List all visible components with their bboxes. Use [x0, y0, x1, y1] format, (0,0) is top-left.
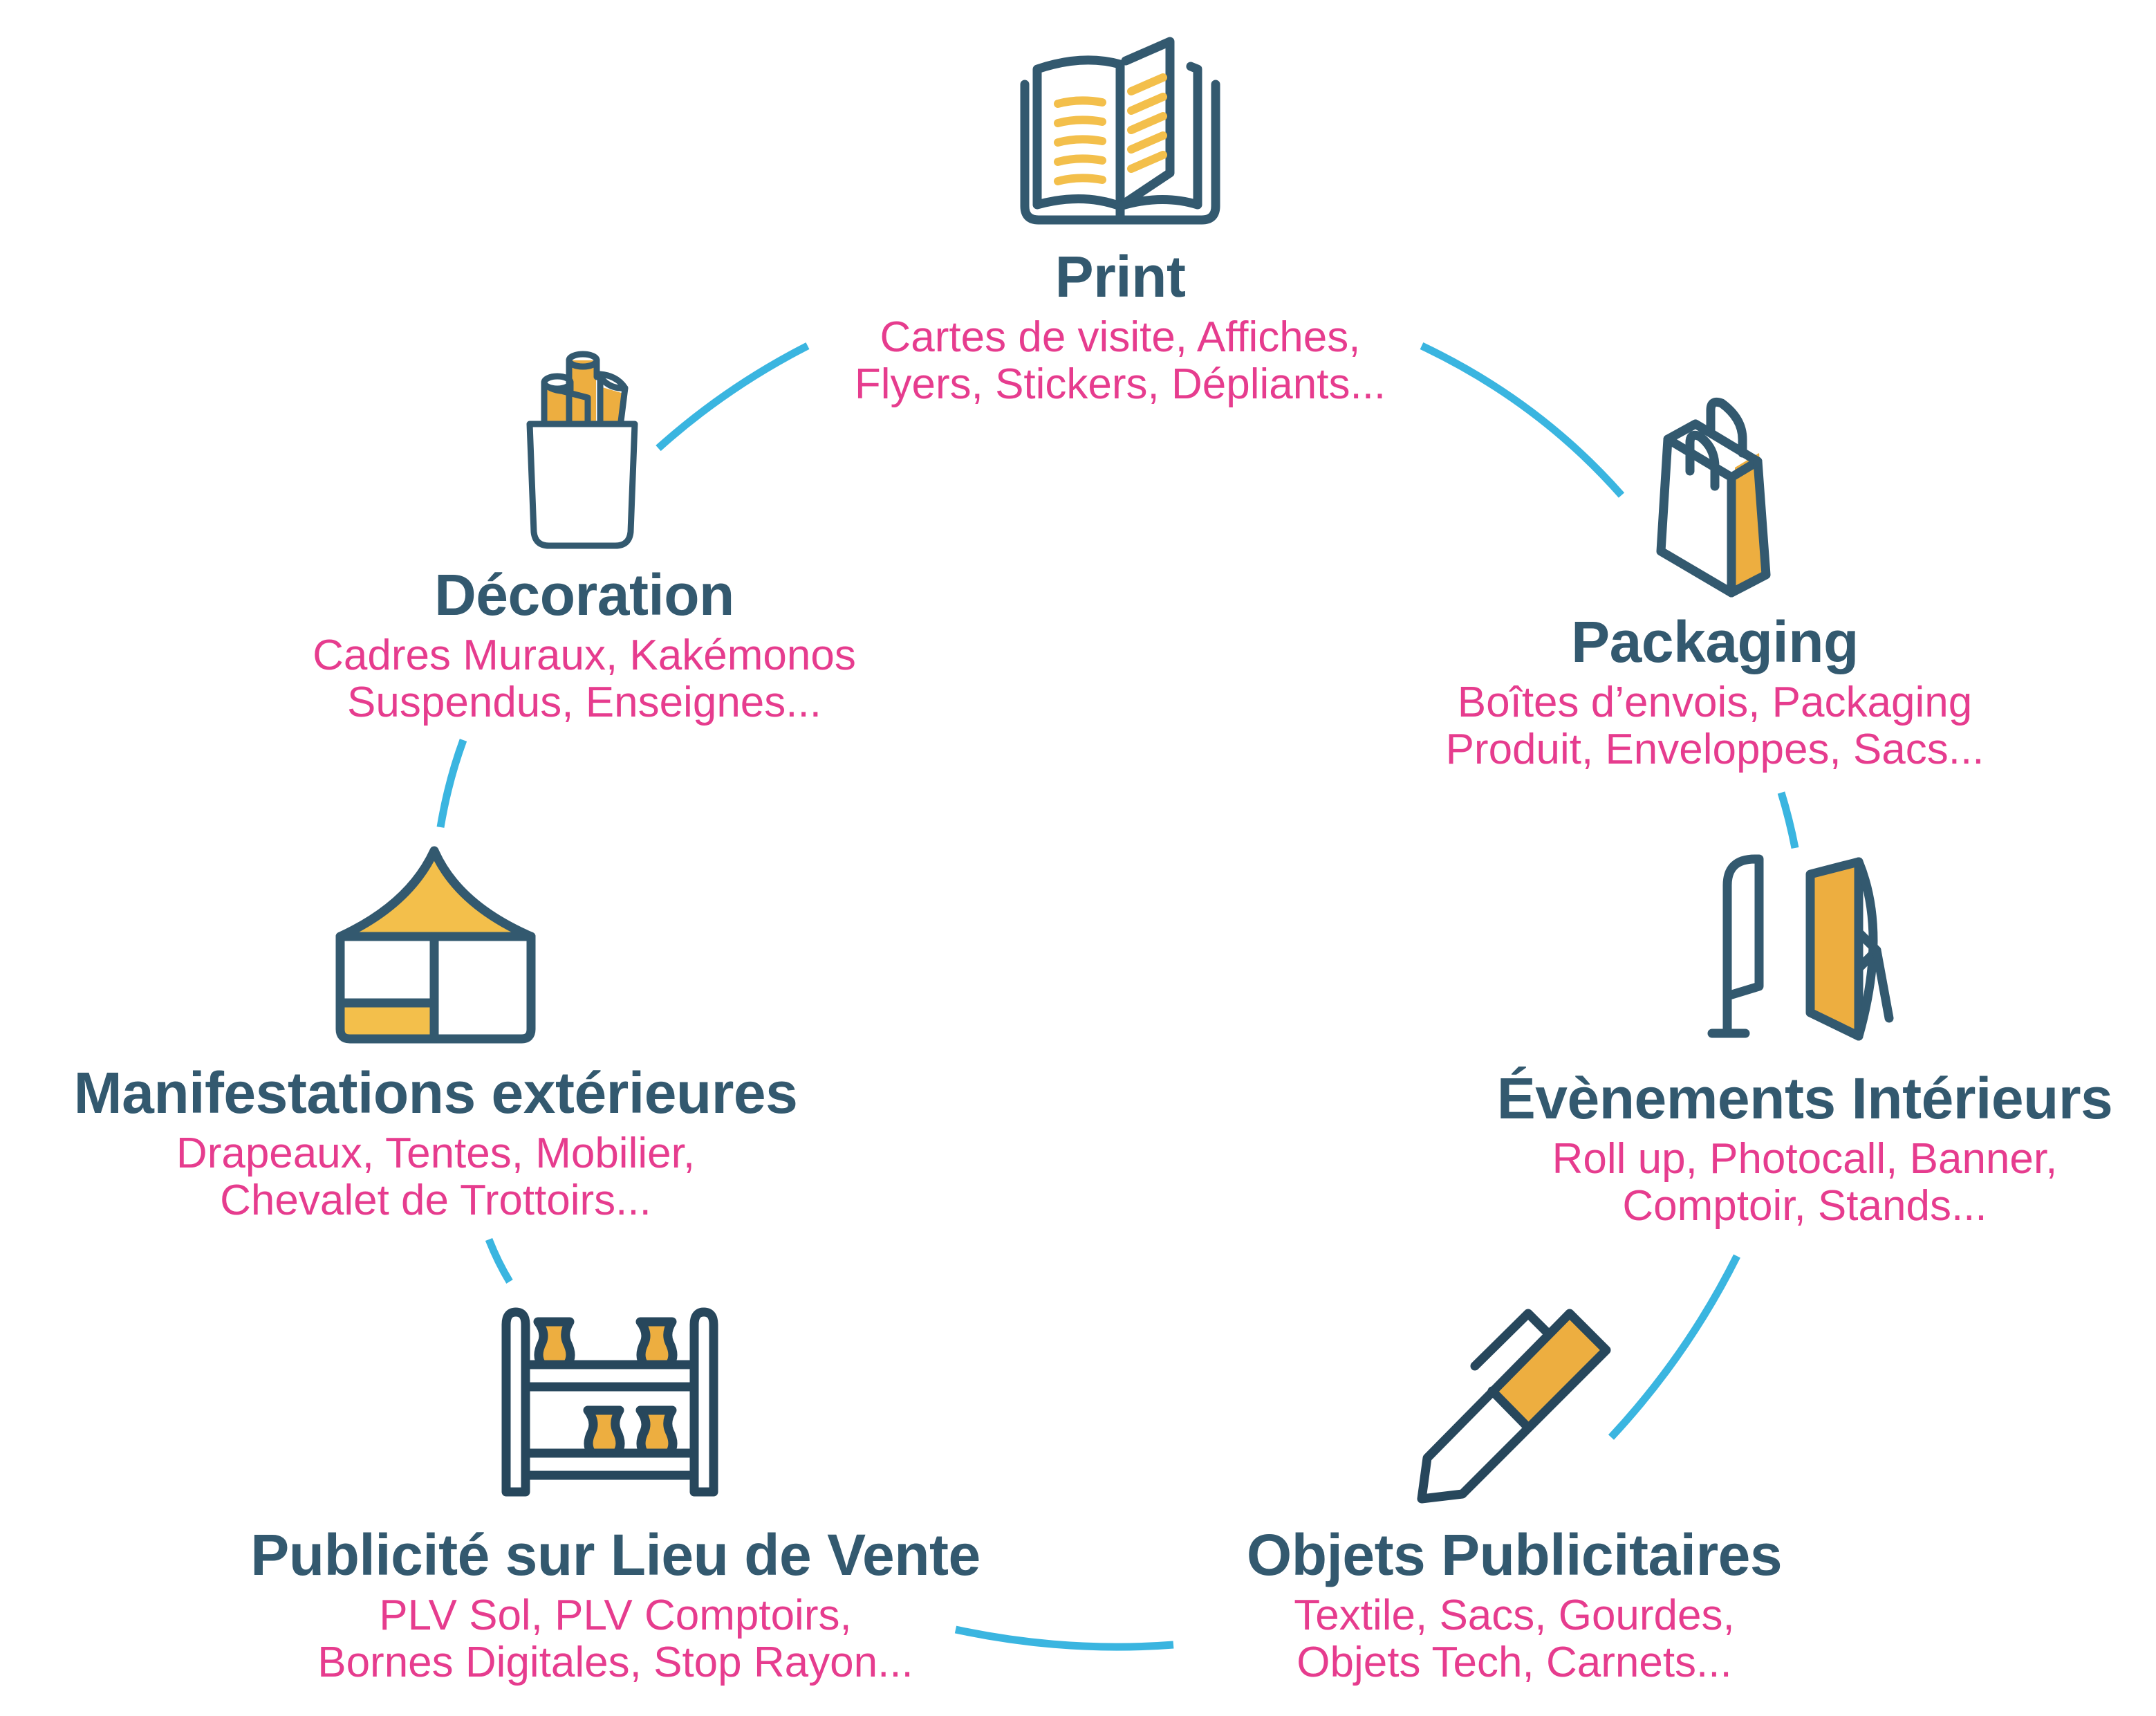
node-description-line: Drapeaux, Tentes, Mobilier,: [176, 1129, 696, 1177]
node-description-line: PLV Sol, PLV Comptoirs,: [379, 1592, 852, 1639]
node-description-line: Objets Tech, Carnets...: [1297, 1639, 1732, 1686]
node-description-line: Suspendus, Enseignes...: [347, 679, 821, 726]
shopping-bag-icon: [1654, 397, 1778, 598]
node-title: Évènements Intérieurs: [1496, 1066, 2113, 1131]
node-title: Print: [1054, 244, 1186, 309]
node-description-line: Produit, Enveloppes, Sacs...: [1445, 726, 1985, 773]
node-description-line: Roll up, Photocall, Banner,: [1552, 1135, 2058, 1183]
node-title: Packaging: [1571, 609, 1859, 674]
node-objets-publicitaires: Objets Publicitaires Textile, Sacs, Gour…: [1169, 1522, 1860, 1686]
node-manifestations-exterieures: Manifestations extérieures Drapeaux, Ten…: [21, 1060, 851, 1224]
roll-up-banner-icon: [1707, 849, 1900, 1050]
node-description-line: Comptoir, Stands...: [1622, 1182, 1987, 1230]
connector-evenements-objets: [1608, 1254, 1740, 1440]
open-book-icon: [1016, 33, 1224, 227]
node-description-line: Flyers, Stickers, Dépliants...: [854, 360, 1386, 408]
node-plv: Publicité sur Lieu de Vente PLV Sol, PLV…: [201, 1522, 1030, 1686]
connector-plv-manifestations: [485, 1237, 513, 1284]
rolled-posters-cup-icon: [520, 349, 644, 550]
node-print: Print Cartes de visite, Affiches, Flyers…: [774, 243, 1466, 408]
node-title: Décoration: [434, 562, 734, 627]
tent-icon: [333, 842, 541, 1050]
connector-objets-plv: [954, 1625, 1174, 1651]
connector-decoration-print: [656, 342, 810, 452]
node-evenements-interieurs: Évènements Intérieurs Roll up, Photocall…: [1438, 1065, 2156, 1230]
connector-print-packaging: [1420, 342, 1625, 498]
node-description-line: Chevalet de Trottoirs...: [220, 1177, 651, 1224]
pen-icon: [1411, 1297, 1618, 1504]
node-title: Manifestations extérieures: [73, 1060, 798, 1125]
node-description-line: Bornes Digitales, Stop Rayon...: [317, 1639, 913, 1686]
node-description-line: Cadres Muraux, Kakémonos: [313, 631, 856, 679]
node-title: Publicité sur Lieu de Vente: [250, 1522, 981, 1587]
display-shelf-icon: [499, 1304, 721, 1501]
node-title: Objets Publicitaires: [1246, 1522, 1783, 1587]
connector-packaging-evenements: [1777, 791, 1799, 849]
connector-manifestations-decoration: [436, 739, 467, 828]
node-decoration: Décoration Cadres Muraux, Kakémonos Susp…: [239, 562, 930, 726]
node-description-line: Boîtes d’envois, Packaging: [1457, 679, 1973, 726]
node-description-line: Textile, Sacs, Gourdes,: [1294, 1592, 1735, 1639]
node-description-line: Cartes de visite, Affiches,: [880, 313, 1361, 361]
node-packaging: Packaging Boîtes d’envois, Packaging Pro…: [1369, 609, 2061, 773]
